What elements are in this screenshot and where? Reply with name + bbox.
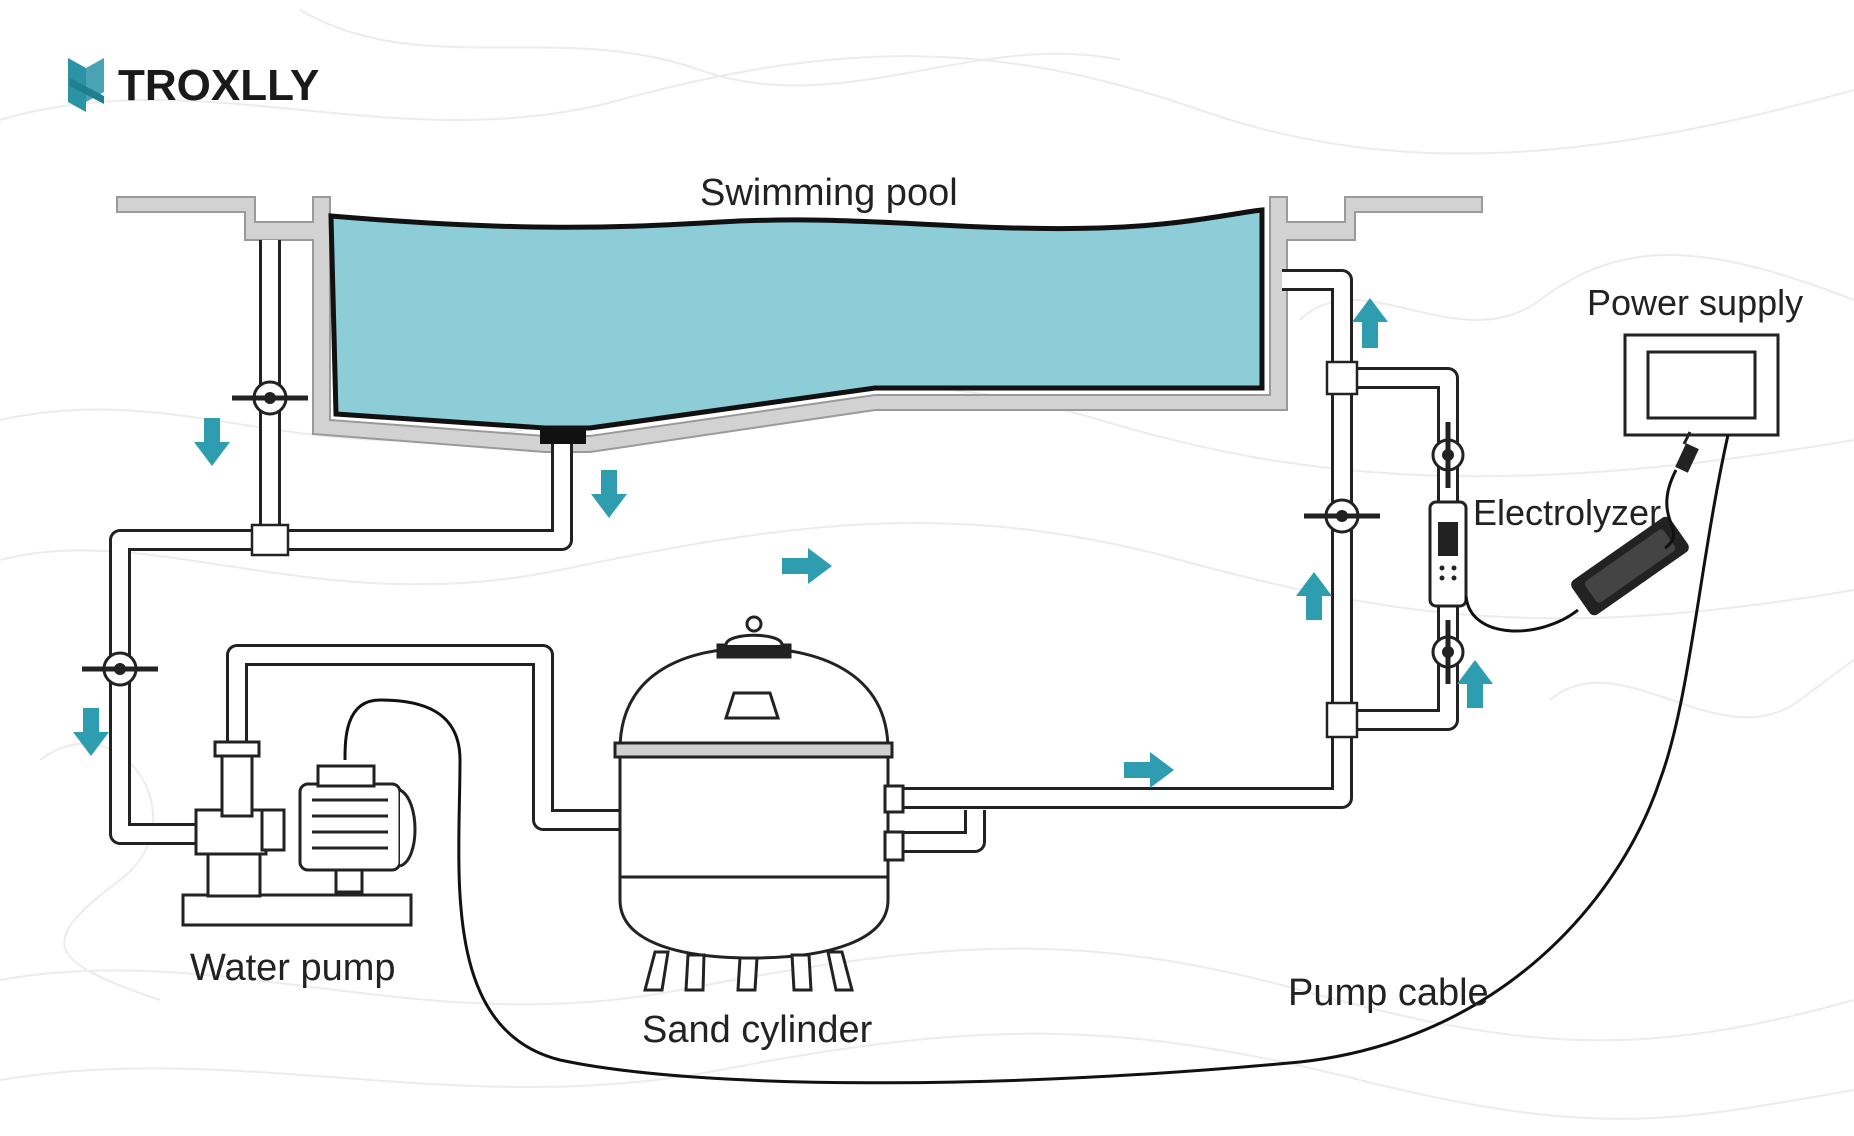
- arrow-up-icon: [1296, 572, 1332, 620]
- power-adapter: [1571, 516, 1689, 616]
- valve-bypass-upper: [1431, 422, 1465, 488]
- tee-fittings: [250, 360, 1359, 739]
- power-supply-box: [1623, 333, 1780, 437]
- sand-cylinder-label: Sand cylinder: [642, 1009, 873, 1051]
- sand-filter: [613, 615, 905, 992]
- valve-left-lower: [82, 651, 158, 687]
- water-pump: [181, 740, 417, 927]
- plug-icon: [1675, 431, 1699, 473]
- main-drain-fitting: [540, 430, 586, 444]
- electrolyzer-cable: [1464, 595, 1579, 633]
- arrow-up-icon: [1457, 660, 1493, 708]
- valve-bypass-lower: [1431, 620, 1465, 684]
- arrow-down-icon: [591, 470, 627, 518]
- pump-cable-line: [343, 434, 1730, 1085]
- power-supply-label: Power supply: [1587, 282, 1803, 323]
- valve-right: [1304, 498, 1380, 534]
- arrow-right-icon: [782, 548, 832, 584]
- valve-left-upper: [232, 380, 308, 416]
- cables: [343, 434, 1730, 1085]
- brand-name: TROXLLY: [118, 61, 319, 110]
- pool-water: [328, 207, 1265, 431]
- troxlly-logo-icon: [68, 58, 104, 112]
- arrow-down-icon: [194, 418, 230, 466]
- electrolyzer-label: Electrolyzer: [1473, 492, 1661, 533]
- pool-wall: [116, 196, 1483, 453]
- pool-label: Swimming pool: [700, 172, 958, 214]
- arrow-up-icon: [1352, 298, 1388, 348]
- electrolyzer-cell: [1428, 500, 1468, 608]
- pump-cable-label: Pump cable: [1288, 972, 1489, 1014]
- flow-arrows: [73, 298, 1493, 788]
- adapter-cable: [1664, 469, 1678, 550]
- arrow-right-icon: [1124, 752, 1174, 788]
- water-pump-label: Water pump: [190, 947, 396, 989]
- arrow-down-icon: [73, 708, 109, 756]
